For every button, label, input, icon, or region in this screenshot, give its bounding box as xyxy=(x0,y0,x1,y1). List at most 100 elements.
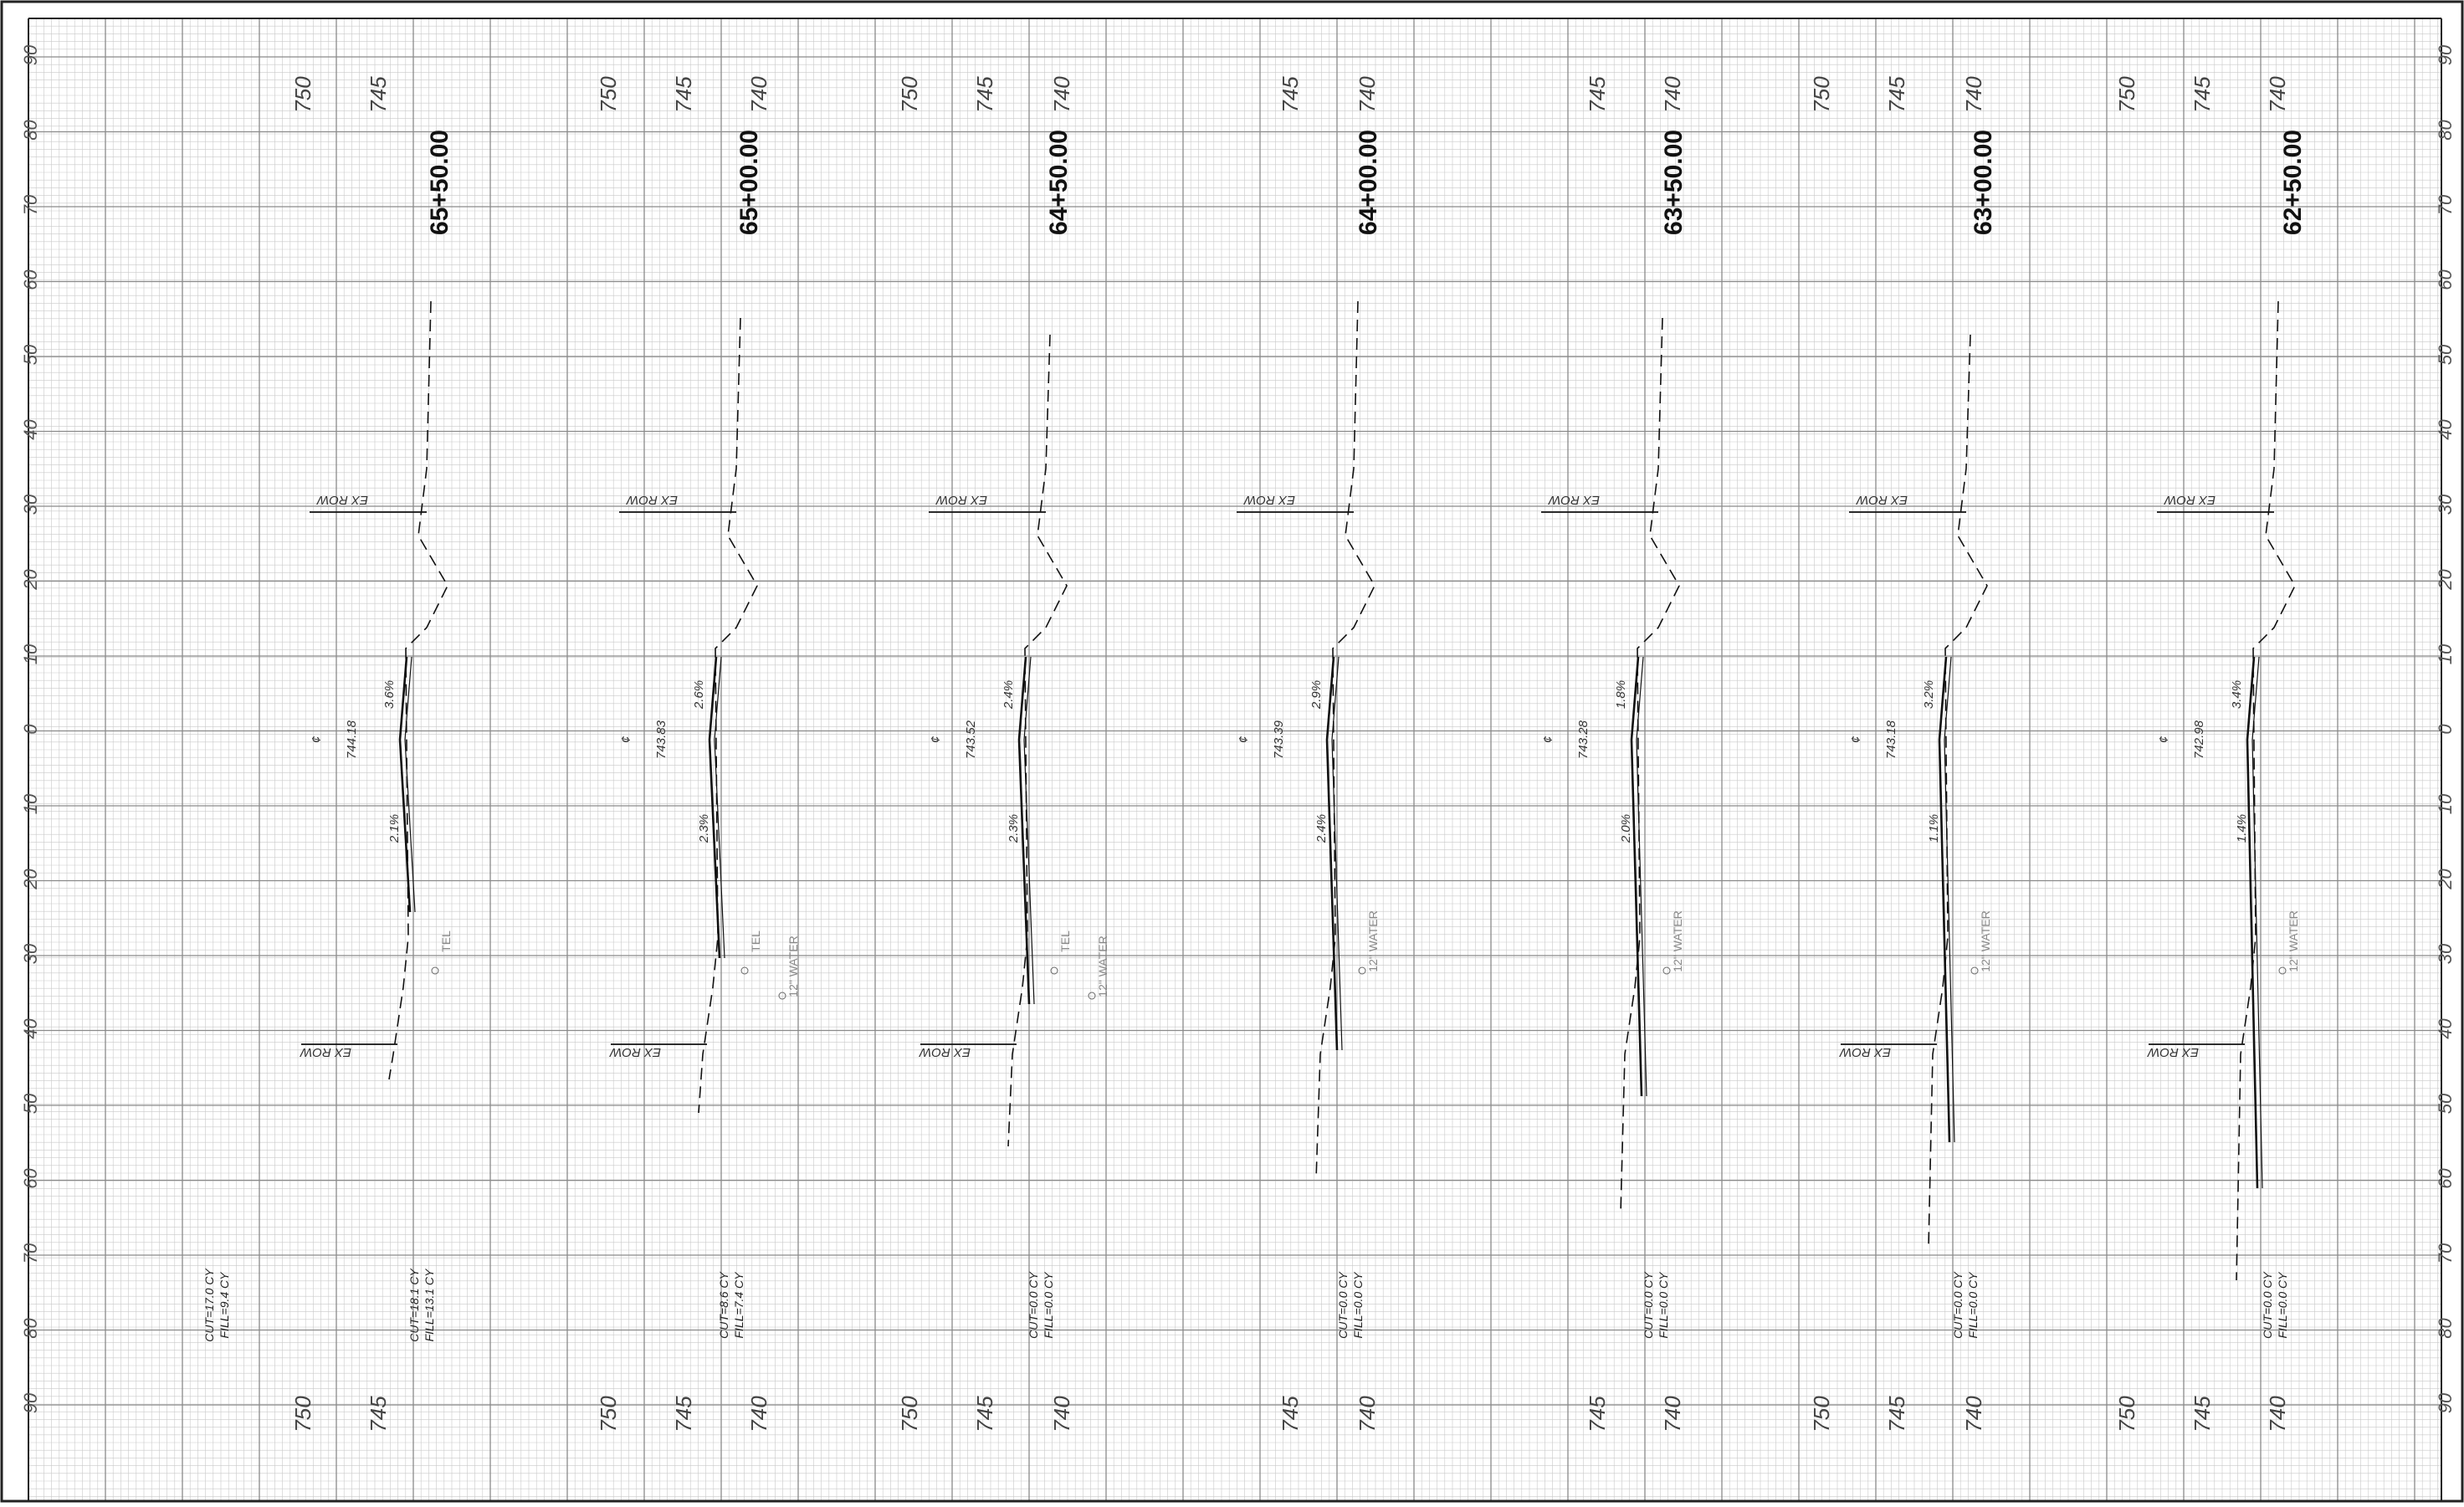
row-label-top: EX ROW xyxy=(1547,493,1600,507)
proposed-surface-inner-line xyxy=(1636,656,1647,1097)
row-label-top: EX ROW xyxy=(1855,493,1908,507)
row-label-bottom: EX ROW xyxy=(918,1045,971,1059)
elevation-label-bottom: 745 xyxy=(972,1396,997,1433)
elevation-label-bottom: 750 xyxy=(290,1396,315,1433)
proposed-surface-line xyxy=(2246,656,2259,1189)
slope-label-upper: 3.4% xyxy=(2230,680,2244,709)
utility-label: 12" WATER xyxy=(1096,935,1109,997)
elevation-label-bottom: 750 xyxy=(1809,1396,1834,1433)
existing-ground-line xyxy=(2236,300,2296,1281)
utility-label: TEL xyxy=(439,930,453,952)
proposed-surface-inner-line xyxy=(404,656,416,913)
fill-volume-label: FILL=0.0 CY xyxy=(1966,1271,1980,1339)
slope-label-upper: 3.2% xyxy=(1922,680,1936,709)
centerline-symbol: ¢ xyxy=(310,736,324,743)
offset-label-right: 10 xyxy=(2435,793,2456,814)
offset-label-left: 60 xyxy=(20,1168,41,1189)
offset-label-left: 20 xyxy=(20,569,41,591)
slope-label-upper: 1.8% xyxy=(1614,680,1628,709)
offset-label-left: 0 xyxy=(20,724,41,735)
section-62+50.00: 62+50.00750750745745740740¢742.983.4%1.4… xyxy=(2114,76,2307,1433)
station-label: 62+50.00 xyxy=(2279,130,2307,235)
centerline-elevation: 744.18 xyxy=(345,720,359,759)
grid xyxy=(28,18,2441,1500)
proposed-surface-line xyxy=(708,656,721,959)
proposed-surface-inner-line xyxy=(714,656,725,959)
offset-label-right: 70 xyxy=(2435,194,2456,215)
elevation-label-bottom: 745 xyxy=(1884,1396,1909,1433)
offset-label-left: 90 xyxy=(20,44,41,65)
elevation-label-top: 740 xyxy=(1049,76,1074,113)
utility-label: TEL xyxy=(749,930,762,952)
cut-volume-label: CUT=0.0 CY xyxy=(1027,1270,1040,1338)
slope-label-lower: 1.4% xyxy=(2235,814,2249,843)
offset-label-left: 90 xyxy=(20,1392,41,1413)
cut-volume-label: CUT=0.0 CY xyxy=(2261,1270,2274,1338)
slope-label-lower: 2.0% xyxy=(1619,814,1633,843)
elevation-label-top: 740 xyxy=(1660,76,1685,113)
offset-label-left: 50 xyxy=(20,1093,41,1114)
elevation-label-bottom: 745 xyxy=(671,1396,696,1433)
offset-label-right: 80 xyxy=(2435,120,2456,141)
elevation-label-bottom: 740 xyxy=(746,1396,771,1433)
elevation-label-top: 740 xyxy=(1961,76,1986,113)
offset-label-right: 0 xyxy=(2435,724,2456,735)
centerline-symbol: ¢ xyxy=(929,736,943,743)
elevation-label-top: 745 xyxy=(671,76,696,113)
row-label-bottom: EX ROW xyxy=(608,1045,661,1059)
elevation-label-top: 745 xyxy=(1585,76,1610,113)
fill-volume-label: FILL=0.0 CY xyxy=(2276,1271,2289,1339)
slope-label-lower: 2.4% xyxy=(1314,814,1329,843)
centerline-elevation: 743.83 xyxy=(654,720,669,759)
offset-label-right: 50 xyxy=(2435,344,2456,365)
cut-volume-label: CUT=8.6 CY xyxy=(717,1270,730,1338)
elevation-label-bottom: 745 xyxy=(366,1396,391,1433)
offset-label-left: 20 xyxy=(20,869,41,890)
elevation-label-bottom: 740 xyxy=(1660,1396,1685,1433)
elevation-label-top: 750 xyxy=(2114,76,2139,113)
offset-label-left: 70 xyxy=(20,1243,41,1264)
proposed-surface-line xyxy=(1017,656,1031,1005)
offset-label-left: 10 xyxy=(20,643,41,664)
centerline-elevation: 742.98 xyxy=(2192,720,2206,759)
fill-volume-label: FILL=13.1 CY xyxy=(423,1268,436,1341)
utility-marker xyxy=(1358,966,1366,975)
elevation-label-bottom: 740 xyxy=(1355,1396,1380,1433)
section-65+00.00: 65+00.00750750745745740740¢743.832.6%2.3… xyxy=(596,76,800,1433)
utility-label: 12" WATER xyxy=(1671,910,1684,971)
elevation-label-top: 745 xyxy=(972,76,997,113)
centerline-symbol: ¢ xyxy=(619,736,633,743)
elevation-label-top: 745 xyxy=(2190,76,2215,113)
elevation-label-top: 745 xyxy=(1884,76,1909,113)
elevation-label-top: 740 xyxy=(746,76,771,113)
station-label: 65+50.00 xyxy=(426,130,453,235)
elevation-label-bottom: 745 xyxy=(1585,1396,1610,1433)
offset-label-right: 60 xyxy=(2435,269,2456,290)
offset-label-left: 80 xyxy=(20,1318,41,1339)
slope-label-upper: 3.6% xyxy=(382,680,397,709)
utility-marker xyxy=(740,966,749,975)
fill-volume-label: FILL=0.0 CY xyxy=(1351,1271,1365,1339)
offset-label-left: 30 xyxy=(20,494,41,515)
proposed-surface-inner-line xyxy=(1944,656,1955,1143)
elevation-label-top: 740 xyxy=(2265,76,2290,113)
fill-volume-label: FILL=9.4 CY xyxy=(218,1271,231,1339)
utility-marker xyxy=(1662,966,1671,975)
offset-label-left: 70 xyxy=(20,194,41,215)
utility-marker xyxy=(1050,966,1058,975)
offset-label-right: 10 xyxy=(2435,643,2456,664)
fill-volume-label: FILL=7.4 CY xyxy=(732,1271,745,1339)
offset-label-left: 80 xyxy=(20,120,41,141)
station-label: 63+50.00 xyxy=(1660,130,1688,235)
elevation-label-bottom: 740 xyxy=(2265,1396,2290,1433)
elevation-label-bottom: 750 xyxy=(2114,1396,2139,1433)
proposed-surface-inner-line xyxy=(1331,656,1343,1051)
row-label-top: EX ROW xyxy=(625,493,678,507)
utility-marker xyxy=(1088,992,1096,1000)
offset-label-right: 90 xyxy=(2435,1392,2456,1413)
existing-ground-line xyxy=(388,300,448,1080)
